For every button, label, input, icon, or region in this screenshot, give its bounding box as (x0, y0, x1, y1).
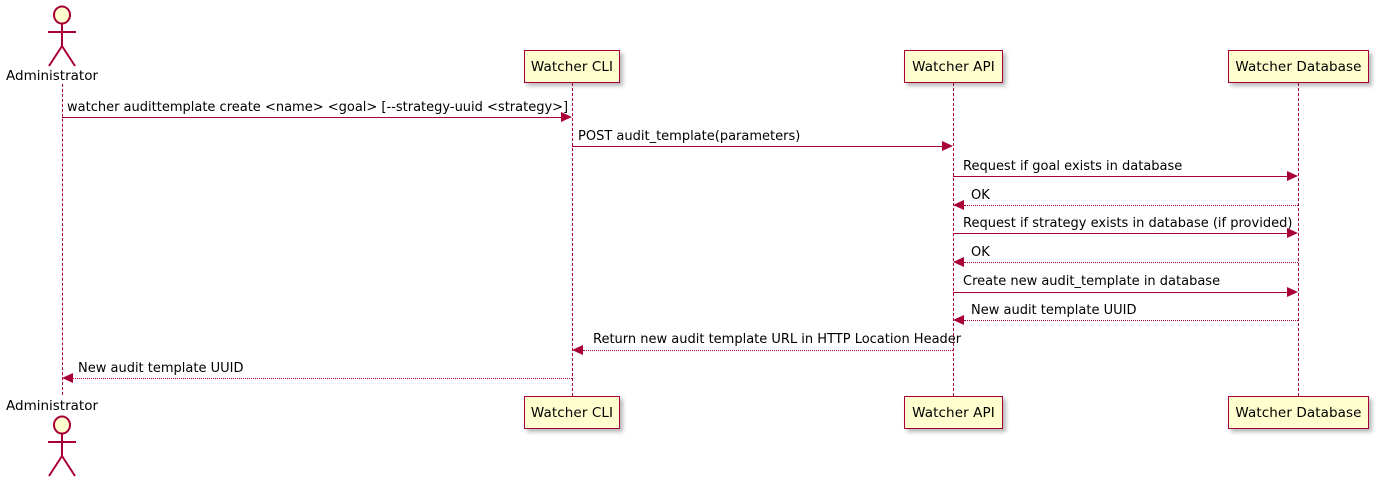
participant-label-administrator-bottom: Administrator (6, 398, 99, 414)
arrowhead-right-icon-7 (1287, 287, 1298, 297)
participant-label-watcher-api-bottom: Watcher API (912, 404, 995, 421)
actor-figure-administrator-top (40, 4, 86, 74)
message-line-3 (953, 176, 1293, 177)
message-line-6 (964, 262, 1298, 263)
participant-label-watcher-cli-top: Watcher CLI (530, 58, 614, 75)
arrowhead-left-icon-10 (62, 373, 73, 383)
message-line-7 (953, 292, 1293, 293)
message-label-10: New audit template UUID (78, 361, 244, 376)
message-line-2 (572, 146, 948, 147)
arrowhead-right-icon-1 (561, 112, 572, 122)
message-label-3: Request if goal exists in database (963, 159, 1183, 174)
arrowhead-right-icon-3 (1287, 171, 1298, 181)
arrowhead-left-icon-8 (953, 315, 964, 325)
message-line-1 (62, 117, 567, 118)
message-line-9 (583, 350, 953, 351)
participant-box-watcher-api-bottom[interactable]: Watcher API (904, 396, 1003, 429)
message-line-4 (964, 205, 1298, 206)
participant-box-watcher-database-bottom[interactable]: Watcher Database (1228, 396, 1369, 429)
participant-box-watcher-database-top[interactable]: Watcher Database (1228, 50, 1369, 83)
message-line-8 (964, 320, 1298, 321)
participant-label-watcher-database-bottom: Watcher Database (1235, 404, 1362, 421)
message-label-1: watcher audittemplate create <name> <goa… (67, 100, 569, 115)
arrowhead-right-icon-5 (1287, 228, 1298, 238)
participant-label-watcher-api-top: Watcher API (912, 58, 995, 75)
participant-label-administrator-top: Administrator (6, 68, 99, 84)
message-label-9: Return new audit template URL in HTTP Lo… (593, 332, 962, 347)
message-label-8: New audit template UUID (971, 303, 1137, 318)
arrowhead-left-icon-9 (572, 345, 583, 355)
lifeline-watcher-database (1298, 83, 1299, 396)
message-line-5 (953, 233, 1293, 234)
participant-label-watcher-database-top: Watcher Database (1235, 58, 1362, 75)
participant-box-watcher-cli-bottom[interactable]: Watcher CLI (524, 396, 620, 429)
message-label-5: Request if strategy exists in database (… (963, 216, 1293, 231)
message-line-10 (73, 378, 572, 379)
message-label-2: POST audit_template(parameters) (578, 129, 801, 144)
lifeline-watcher-api (953, 83, 954, 396)
arrowhead-right-icon-2 (942, 141, 953, 151)
participant-box-watcher-cli-top[interactable]: Watcher CLI (524, 50, 620, 83)
lifeline-administrator (62, 84, 63, 395)
message-label-4: OK (971, 188, 990, 203)
actor-figure-administrator-bottom (40, 414, 86, 483)
participant-label-watcher-cli-bottom: Watcher CLI (530, 404, 614, 421)
lifeline-watcher-cli (572, 83, 573, 396)
participant-box-watcher-api-top[interactable]: Watcher API (904, 50, 1003, 83)
message-label-7: Create new audit_template in database (963, 274, 1221, 289)
arrowhead-left-icon-6 (953, 257, 964, 267)
message-label-6: OK (971, 245, 990, 260)
arrowhead-left-icon-4 (953, 200, 964, 210)
